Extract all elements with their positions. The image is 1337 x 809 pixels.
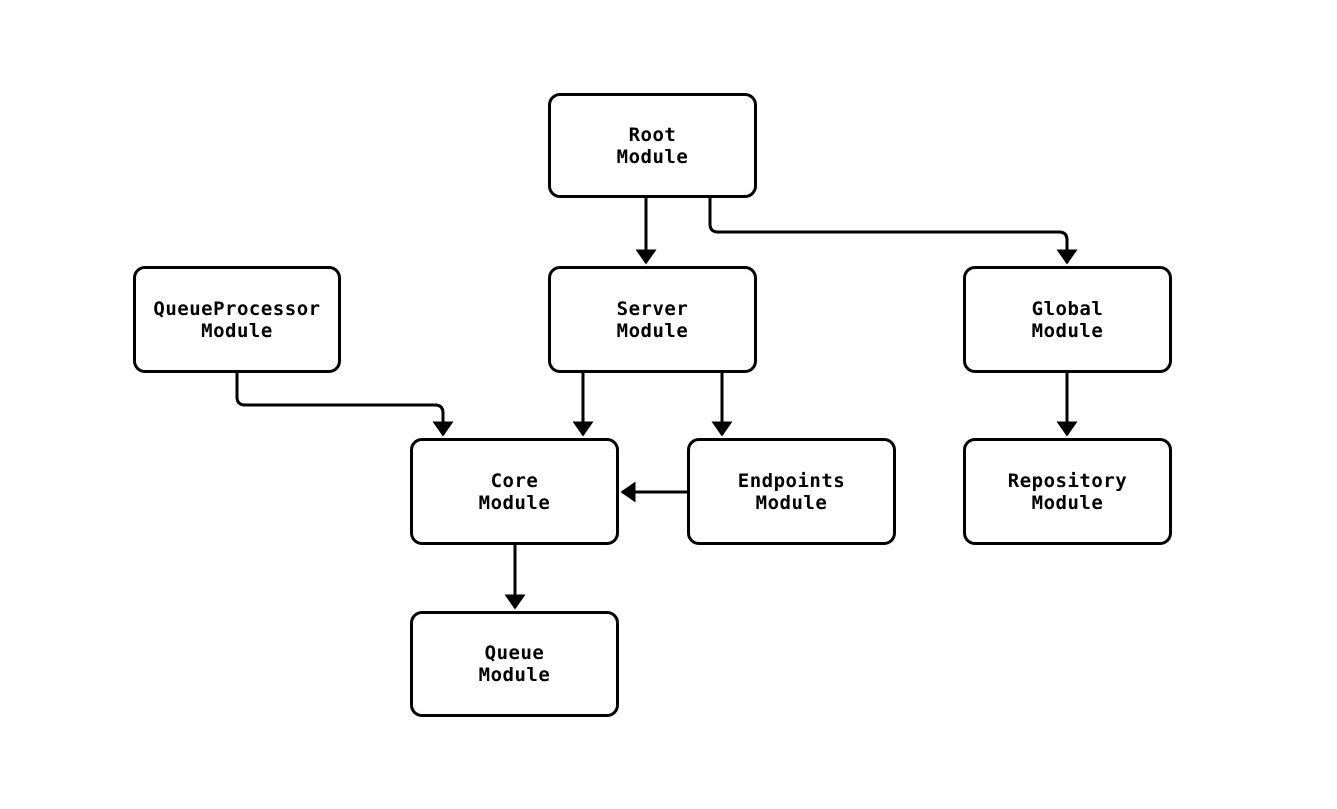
node-core-module: Core Module (410, 438, 619, 545)
node-core-module-label: Core Module (478, 469, 551, 514)
node-queue-module-label: Queue Module (478, 642, 551, 686)
node-queueprocessor-module: QueueProcessor Module (133, 266, 341, 373)
node-global-module-label: Global Module (1031, 297, 1104, 342)
node-root-module: Root Module (548, 93, 757, 198)
node-repository-module-label: Repository Module (1007, 469, 1128, 514)
node-repository-module: Repository Module (963, 438, 1172, 545)
node-queue-module: Queue Module (410, 611, 619, 717)
node-global-module: Global Module (963, 266, 1172, 373)
edge-root-to-global (708, 198, 1078, 265)
node-queueprocessor-module-label: QueueProcessor Module (153, 297, 321, 342)
node-endpoints-module-label: Endpoints Module (737, 469, 846, 514)
edge-queueprocessor-to-core (235, 373, 454, 437)
node-root-module-label: Root Module (616, 123, 689, 168)
node-server-module: Server Module (548, 266, 757, 373)
node-endpoints-module: Endpoints Module (687, 438, 896, 545)
node-server-module-label: Server Module (616, 297, 689, 342)
